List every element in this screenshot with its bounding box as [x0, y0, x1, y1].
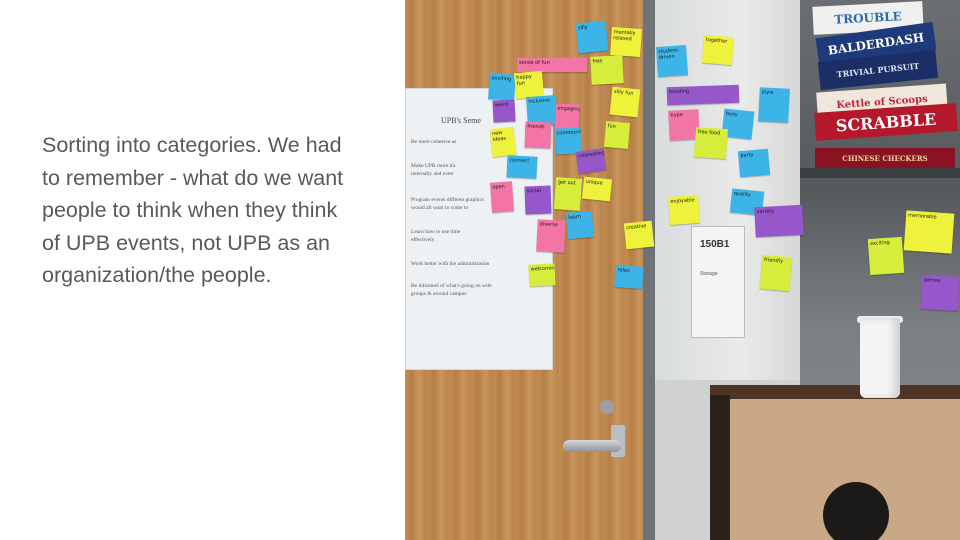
sticky-note: fun	[603, 121, 631, 149]
sticky-note: mentally relaxed	[610, 26, 642, 58]
poster-line: Be more cohesive as	[411, 139, 457, 145]
sticky-note: diverse	[536, 219, 566, 253]
sticky-notes-photo: UPB's Seme Be more cohesive as Make UPB …	[405, 0, 960, 540]
sticky-note: free	[590, 55, 624, 85]
sticky-note: learn	[565, 210, 595, 240]
door-frame	[643, 0, 655, 540]
sticky-note: bonding	[666, 84, 740, 106]
sticky-note: exciting	[488, 73, 516, 101]
game-box: CHINESE CHECKERS	[815, 148, 955, 168]
sticky-note: student-driven	[655, 44, 689, 78]
sticky-note: weird	[492, 99, 516, 123]
sticky-note: social	[524, 185, 552, 215]
poster-line: Work better with the administration	[411, 261, 490, 267]
door-handle	[563, 440, 621, 452]
sticky-note: unique	[581, 176, 613, 202]
paper-cup	[860, 318, 900, 398]
sticky-note: silly fun	[609, 86, 641, 118]
sticky-note: exciting	[867, 236, 905, 276]
poster-line: internally and exter	[411, 171, 454, 177]
sticky-note: games	[920, 275, 960, 311]
door-lock	[600, 400, 614, 414]
poster-title: UPB's Seme	[441, 116, 481, 125]
shelf-board	[800, 168, 960, 178]
sticky-note: creative	[623, 220, 655, 250]
sticky-note: connect	[506, 155, 538, 179]
sticky-note: silly	[575, 20, 609, 54]
sticky-note: community	[554, 127, 582, 155]
poster-line: would all want to come to	[411, 205, 469, 211]
sticky-note: friends	[524, 121, 552, 149]
slide-caption: Sorting into categories. We had to remem…	[42, 133, 344, 287]
sticky-note: variety	[754, 204, 804, 238]
sticky-note: engaging	[554, 103, 580, 131]
sticky-note: get out	[553, 177, 583, 211]
room-label: Storage	[700, 271, 718, 277]
sticky-note: new ideas	[489, 126, 517, 158]
poster-line: Make UPB more tra	[411, 163, 456, 169]
sticky-note: open	[489, 181, 515, 213]
sticky-note: relax	[614, 265, 644, 289]
poster-line: effectively	[411, 237, 435, 243]
room-plaque: 150B1 Storage	[691, 226, 745, 338]
sticky-note: party	[737, 148, 771, 178]
poster-line: Learn how to use time	[411, 229, 461, 235]
room-number: 150B1	[700, 239, 730, 250]
sticky-note: interesting	[575, 148, 607, 174]
poster-line: Program events differen graphics	[411, 197, 485, 203]
sticky-note: together	[701, 34, 735, 66]
sticky-note: welcoming	[528, 263, 556, 287]
sticky-note: memorable	[903, 210, 955, 254]
sticky-note: happy fun	[513, 70, 545, 100]
sticky-note: friendly	[759, 254, 793, 292]
sticky-note: free food	[693, 126, 729, 160]
sticky-note: style	[758, 87, 790, 123]
chair-leg	[710, 395, 730, 540]
chair-hole	[823, 482, 889, 540]
poster-line: Be informed of what's going on with	[411, 283, 492, 289]
sticky-note: sense of fun	[517, 58, 587, 72]
poster-line: groups & around campus	[411, 291, 467, 297]
sticky-note: enjoyable	[668, 194, 700, 226]
